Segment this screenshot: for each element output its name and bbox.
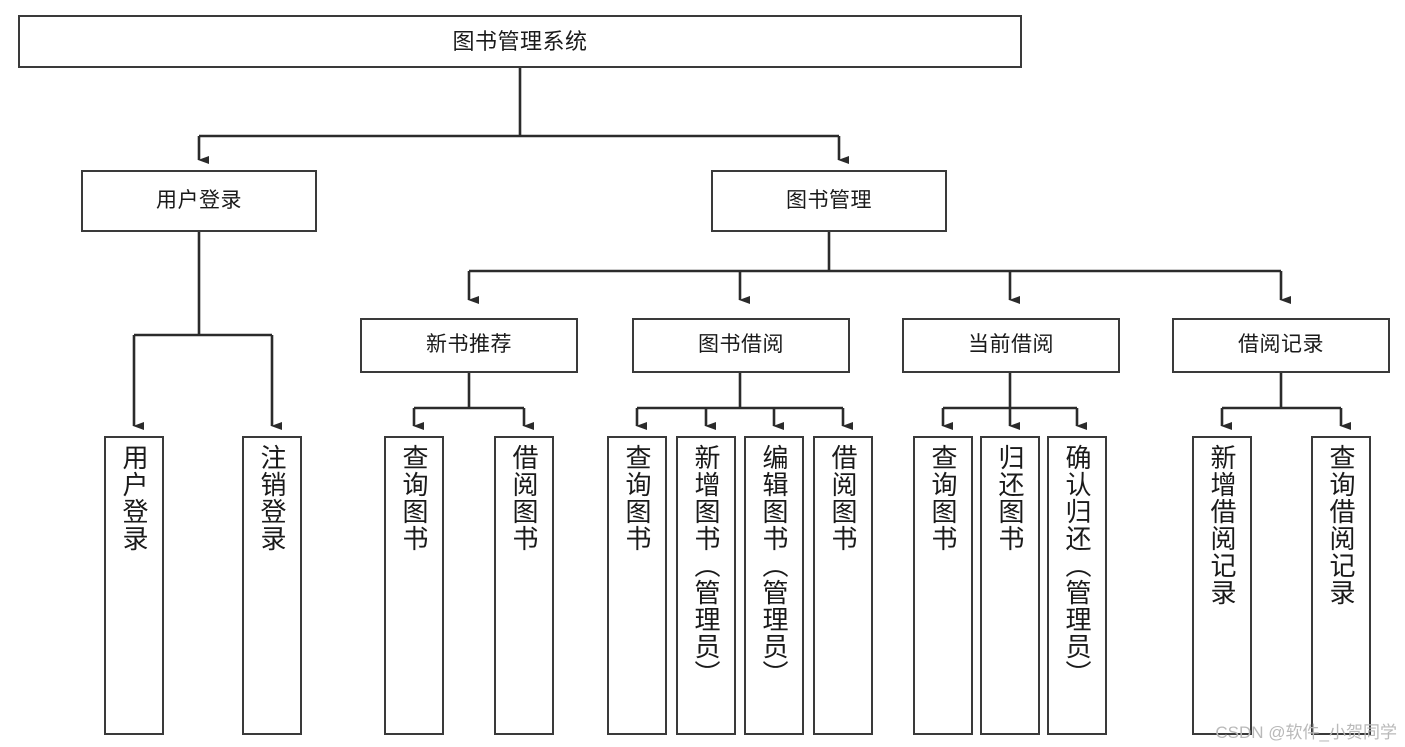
node-label: 图书借阅 <box>698 333 784 357</box>
node-label: 用户登录 <box>119 444 150 552</box>
node-leaf-user-login[interactable]: 用户登录 <box>104 436 164 735</box>
node-leaf-query-book-1[interactable]: 查询图书 <box>384 436 444 735</box>
node-label: 用户登录 <box>156 188 242 212</box>
node-label: 借阅图书 <box>509 444 540 552</box>
node-label: 查询图书 <box>399 444 430 552</box>
node-label: 图书管理 <box>786 188 872 212</box>
node-label: 查询借阅记录 <box>1326 444 1357 606</box>
node-label: 确认归还（管理员） <box>1062 444 1093 687</box>
node-book-borrow[interactable]: 图书借阅 <box>632 318 850 373</box>
node-label: 新增图书（管理员） <box>691 444 722 687</box>
node-leaf-query-record[interactable]: 查询借阅记录 <box>1311 436 1371 735</box>
watermark: CSDN @软件_小贺同学 <box>1215 723 1397 742</box>
node-label: 图书管理系统 <box>452 28 588 54</box>
node-leaf-borrow-book-2[interactable]: 借阅图书 <box>813 436 873 735</box>
node-label: 编辑图书（管理员） <box>759 444 790 687</box>
node-leaf-borrow-book-1[interactable]: 借阅图书 <box>494 436 554 735</box>
node-label: 当前借阅 <box>968 333 1054 357</box>
node-leaf-add-book[interactable]: 新增图书（管理员） <box>676 436 736 735</box>
node-leaf-query-book-2[interactable]: 查询图书 <box>607 436 667 735</box>
node-current-borrow[interactable]: 当前借阅 <box>902 318 1120 373</box>
node-book-management[interactable]: 图书管理 <box>711 170 947 232</box>
node-leaf-return-book[interactable]: 归还图书 <box>980 436 1040 735</box>
node-label: 查询图书 <box>622 444 653 552</box>
node-label: 查询图书 <box>928 444 959 552</box>
node-leaf-query-book-3[interactable]: 查询图书 <box>913 436 973 735</box>
node-leaf-edit-book[interactable]: 编辑图书（管理员） <box>744 436 804 735</box>
node-label: 借阅图书 <box>828 444 859 552</box>
node-user-login[interactable]: 用户登录 <box>81 170 317 232</box>
node-leaf-logout-login[interactable]: 注销登录 <box>242 436 302 735</box>
node-label: 新书推荐 <box>426 333 512 357</box>
node-label: 借阅记录 <box>1238 333 1324 357</box>
node-label: 注销登录 <box>257 444 288 552</box>
node-leaf-confirm-return[interactable]: 确认归还（管理员） <box>1047 436 1107 735</box>
node-label: 新增借阅记录 <box>1207 444 1238 606</box>
node-leaf-add-record[interactable]: 新增借阅记录 <box>1192 436 1252 735</box>
node-new-book-recommend[interactable]: 新书推荐 <box>360 318 578 373</box>
node-borrow-record[interactable]: 借阅记录 <box>1172 318 1390 373</box>
node-root-system[interactable]: 图书管理系统 <box>18 15 1022 68</box>
node-label: 归还图书 <box>995 444 1026 552</box>
